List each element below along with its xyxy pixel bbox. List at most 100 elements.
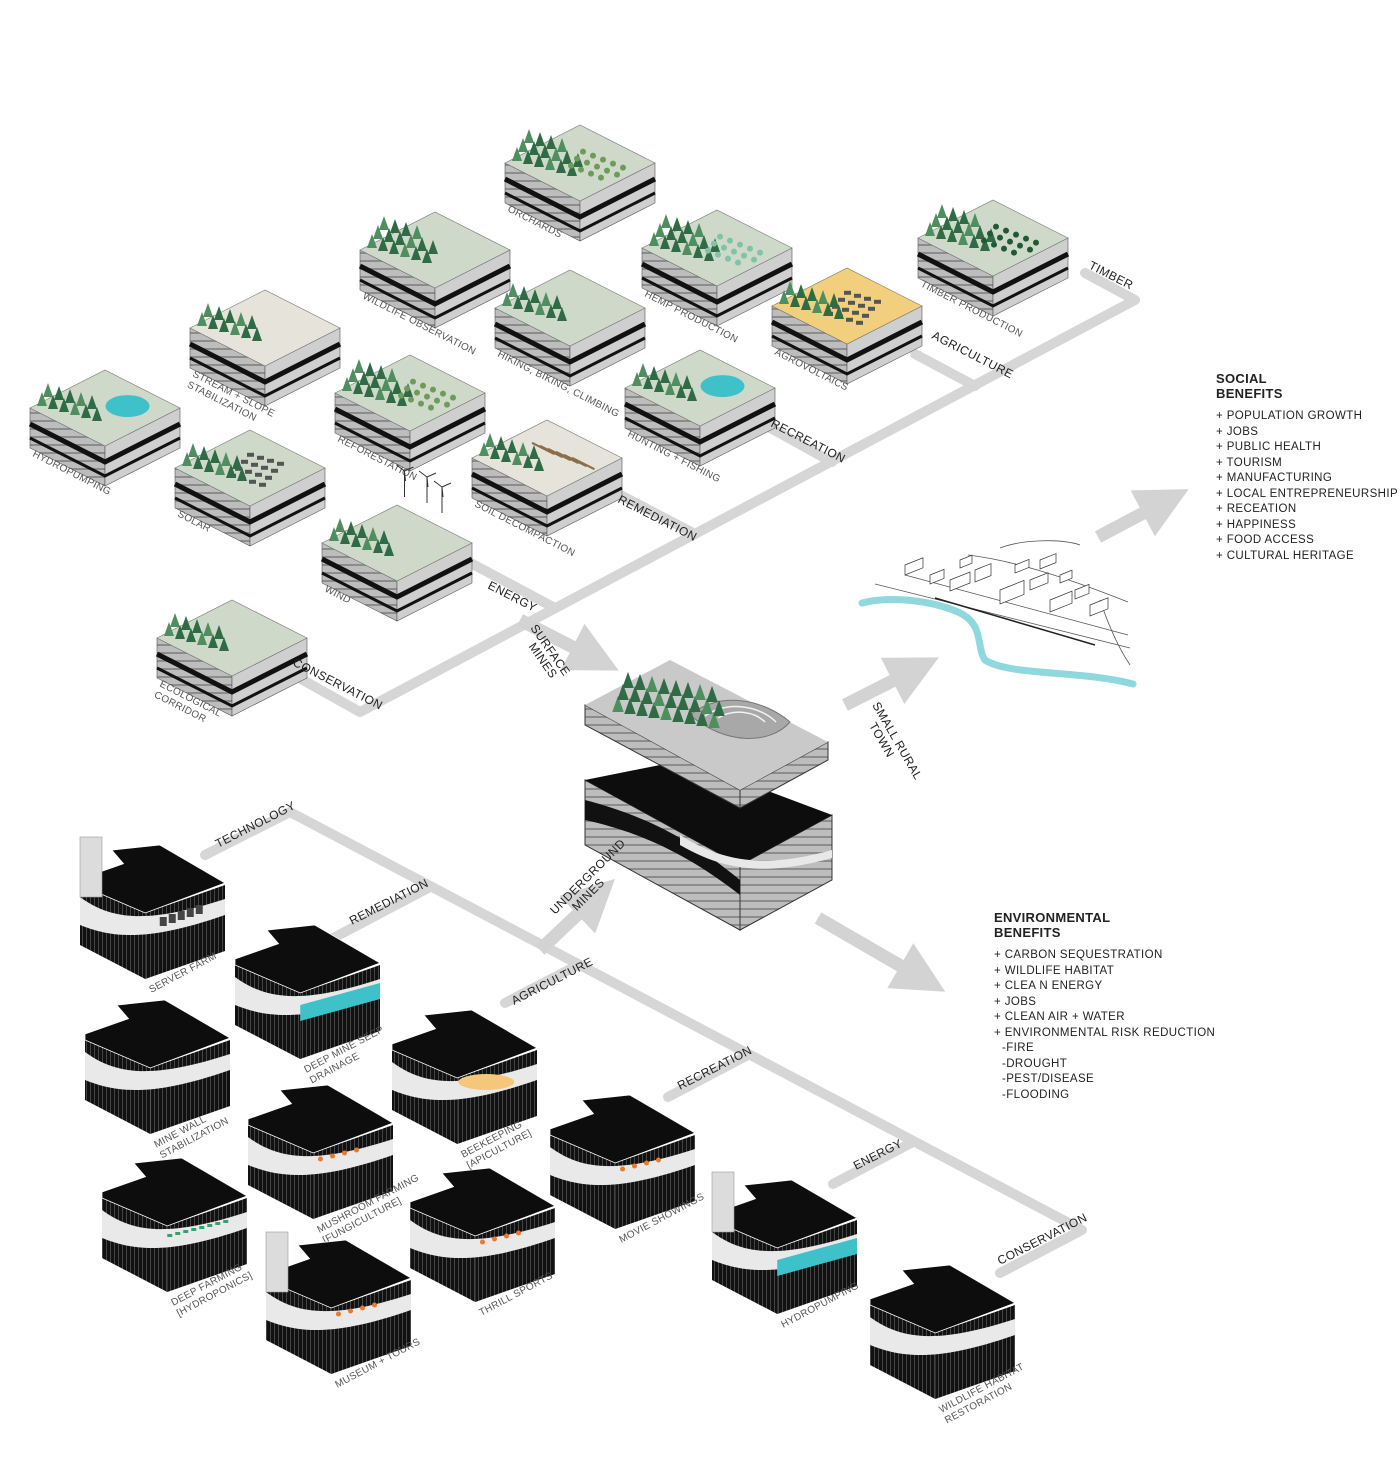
tile-stream-slope-stabilization: STREAM + SLOPESTABILIZATION	[185, 289, 342, 424]
tree-icon	[175, 625, 185, 639]
surface-branch-remediation: REMEDIATION	[616, 492, 700, 544]
building-icon	[1049, 590, 1073, 613]
tree-icon	[54, 386, 64, 400]
tree-icon	[208, 315, 218, 329]
tree-icon	[203, 622, 213, 636]
tree-icon	[389, 240, 399, 254]
tree-icon	[660, 235, 670, 249]
tree-icon	[535, 301, 545, 315]
tree-icon	[632, 372, 642, 386]
tree-icon	[694, 223, 704, 237]
tree-icon	[970, 213, 980, 227]
tree-icon	[197, 312, 207, 326]
tree-icon	[535, 132, 545, 146]
underground-light-layer	[680, 835, 832, 869]
tree-icon	[638, 363, 648, 377]
tree-icon	[37, 392, 47, 406]
benefit-item: + JOBS	[994, 995, 1037, 1008]
tree-icon	[708, 711, 720, 728]
tree-icon	[617, 683, 629, 700]
solar-panel-icon	[858, 303, 865, 308]
tree-icon	[164, 622, 174, 636]
benefit-item: + LOCAL ENTREPRENEURSHIP	[1216, 487, 1399, 500]
tree-icon	[353, 380, 363, 394]
solar-panel-icon	[255, 472, 262, 477]
tree-icon	[65, 389, 75, 403]
tree-icon	[713, 699, 725, 716]
person-icon	[504, 1233, 509, 1239]
tree-icon	[541, 292, 551, 306]
solar-panel-icon	[874, 299, 881, 304]
tree-icon	[397, 392, 407, 406]
tree-icon	[562, 150, 572, 164]
person-icon	[372, 1302, 377, 1308]
solar-panel-icon	[247, 452, 254, 457]
tree-icon	[230, 321, 240, 335]
surface-block-right	[739, 741, 829, 809]
tree-icon	[936, 225, 946, 239]
building-icon	[1039, 553, 1057, 570]
benefit-item: -FLOODING	[1002, 1088, 1070, 1101]
tree-icon	[660, 369, 670, 383]
tree-icon	[48, 395, 58, 409]
central-mine-model	[584, 660, 833, 931]
tile-hemp-production: HEMP PRODUCTION	[640, 209, 794, 346]
tree-icon	[699, 235, 709, 249]
tree-icon	[682, 241, 692, 255]
town-roads	[874, 540, 1131, 666]
branch-agriculture	[910, 349, 980, 391]
solar-panel-icon	[257, 455, 264, 460]
tree-icon	[384, 542, 394, 556]
person-icon	[342, 1150, 347, 1156]
tree-icon	[508, 283, 518, 297]
tree-icon	[530, 289, 540, 303]
tree-icon	[551, 147, 561, 161]
underground-block-top	[585, 760, 832, 865]
underground-black-layer	[585, 800, 740, 895]
tree-icon	[818, 290, 828, 304]
person-icon	[656, 1157, 661, 1163]
tree-icon	[354, 359, 364, 373]
environmental-benefits-title: ENVIRONMENTAL BENEFITS	[994, 910, 1111, 940]
tree-icon	[411, 246, 421, 260]
tree-icon	[92, 407, 102, 421]
benefit-item: + CARBON SEQUESTRATION	[994, 949, 1163, 961]
person-icon	[318, 1156, 323, 1162]
benefit-item: + ENVIRONMENTAL RISK REDUCTION	[994, 1026, 1216, 1039]
branch-recreation	[760, 420, 837, 467]
tree-icon	[523, 150, 533, 164]
tree-icon	[672, 217, 682, 231]
tree-icon	[373, 539, 383, 553]
underground-block-right	[739, 814, 833, 931]
tree-icon	[340, 530, 350, 544]
tree-icon	[226, 464, 236, 478]
tree-icon	[701, 697, 713, 714]
solar-panel-icon	[842, 307, 849, 312]
tree-icon	[329, 527, 339, 541]
tree-icon	[636, 699, 648, 716]
tree-icon	[790, 293, 800, 307]
water-icon	[700, 375, 745, 398]
tree-icon	[567, 162, 577, 176]
tree-icon	[485, 433, 495, 447]
tree-icon	[683, 220, 693, 234]
tree-icon	[682, 681, 694, 698]
tile-reforestation: REFORESTATION	[333, 354, 487, 483]
tree-icon	[335, 518, 345, 532]
tree-icon	[237, 467, 247, 481]
tree-icon	[379, 530, 389, 544]
tile-agrovoltaics: AGROVOLTAICS	[770, 267, 924, 393]
hive-icon	[458, 1074, 515, 1090]
tree-icon	[512, 147, 522, 161]
tree-icon	[925, 222, 935, 236]
tree-icon	[219, 637, 229, 651]
tree-icon	[552, 295, 562, 309]
tree-icon	[556, 159, 566, 173]
solar-panel-icon	[271, 468, 278, 473]
tree-icon	[641, 687, 653, 704]
underground-branch-remediation: REMEDIATION	[347, 876, 431, 928]
benefit-item: + CLEA N ENERGY	[994, 980, 1103, 992]
tile-ecological-corridor: ECOLOGICALCORRIDOR	[152, 599, 309, 725]
person-icon	[348, 1308, 353, 1314]
tree-icon	[524, 129, 534, 143]
